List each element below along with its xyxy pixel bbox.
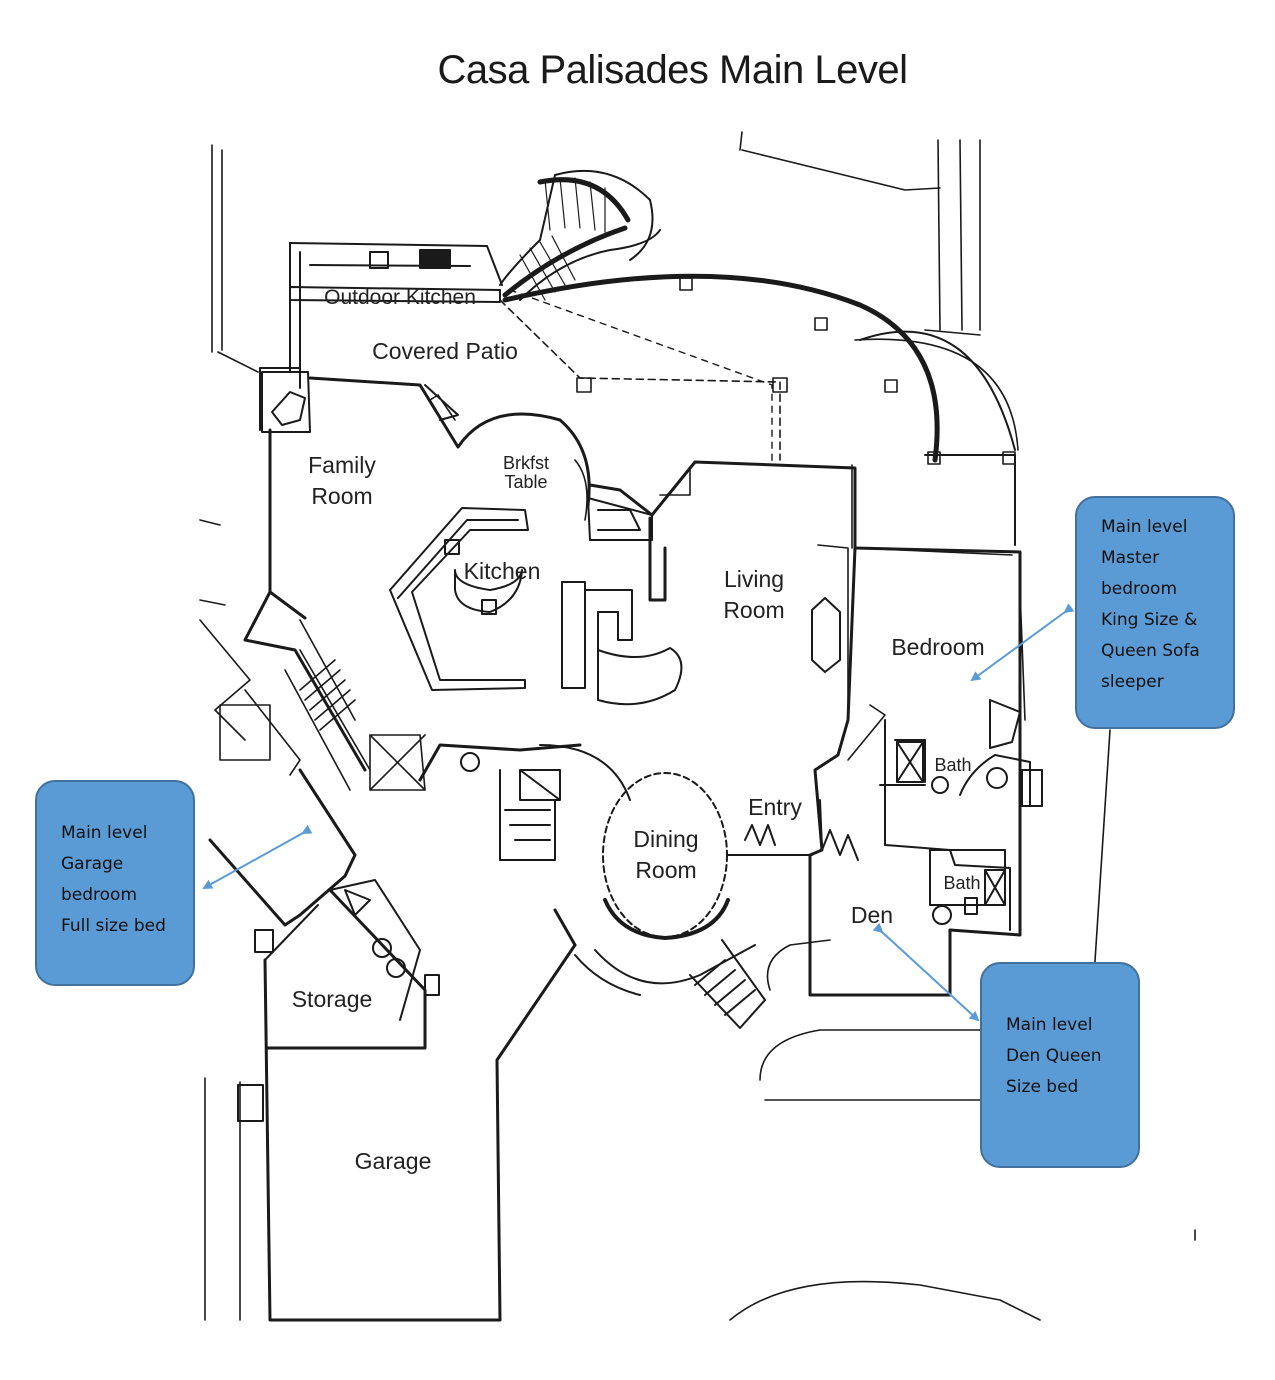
room-label-bath-lower: Bath xyxy=(943,873,981,893)
room-label-dining-room: Dining Room xyxy=(633,826,699,884)
interior-walls xyxy=(429,394,1026,761)
callout-master-bedroom: Main level Master bedroom King Size & Qu… xyxy=(1075,496,1235,729)
room-label-garage: Garage xyxy=(354,1148,432,1174)
callout-line: Size bed xyxy=(1006,1077,1079,1097)
room-label-bath-upper: Bath xyxy=(934,755,972,775)
callout-line: King Size & xyxy=(1101,610,1198,630)
callout-line: Garage xyxy=(61,854,124,874)
callout-den: Main level Den Queen Size bed xyxy=(980,962,1140,1168)
room-label-living-room: Living Room xyxy=(723,566,785,624)
garage-walls xyxy=(237,879,440,1122)
callout-line: Main level xyxy=(61,823,148,843)
room-label-entry: Entry xyxy=(748,794,802,820)
annotation-arrows xyxy=(202,603,1075,1022)
room-label-kitchen: Kitchen xyxy=(463,558,541,584)
callout-line: bedroom xyxy=(61,885,138,905)
callout-line: Den Queen xyxy=(1006,1046,1102,1066)
family-fireplace xyxy=(261,371,459,433)
callout-line: Queen Sofa xyxy=(1101,641,1200,661)
room-label-storage: Storage xyxy=(291,986,373,1012)
plan-title: Casa Palisades Main Level xyxy=(437,48,908,92)
site-lines xyxy=(199,131,1196,1321)
callout-line: sleeper xyxy=(1101,672,1164,692)
den-bath-walls xyxy=(727,597,1043,931)
room-label-covered-patio: Covered Patio xyxy=(372,338,518,364)
room-label-outdoor-kitchen: Outdoor Kitchen xyxy=(324,286,476,309)
callout-garage-bedroom: Main level Garage bedroom Full size bed xyxy=(35,780,195,986)
dining-walls xyxy=(460,744,766,1029)
callout-line: Master xyxy=(1101,548,1160,568)
kitchen-island xyxy=(389,497,683,706)
callout-line: Full size bed xyxy=(61,916,166,936)
callout-line: bedroom xyxy=(1101,579,1178,599)
callout-line: Main level xyxy=(1101,517,1188,537)
garage-stair xyxy=(199,619,426,791)
room-label-family-room: Family Room xyxy=(308,452,376,510)
callout-line: Main level xyxy=(1006,1015,1093,1035)
room-label-bedroom: Bedroom xyxy=(891,634,985,660)
exterior-walls xyxy=(208,376,1022,1322)
patio-walls xyxy=(259,242,503,431)
room-label-den: Den xyxy=(850,902,894,928)
room-label-brkfst-table: Brkfst Table xyxy=(502,453,549,492)
spiral-stair xyxy=(499,169,661,301)
